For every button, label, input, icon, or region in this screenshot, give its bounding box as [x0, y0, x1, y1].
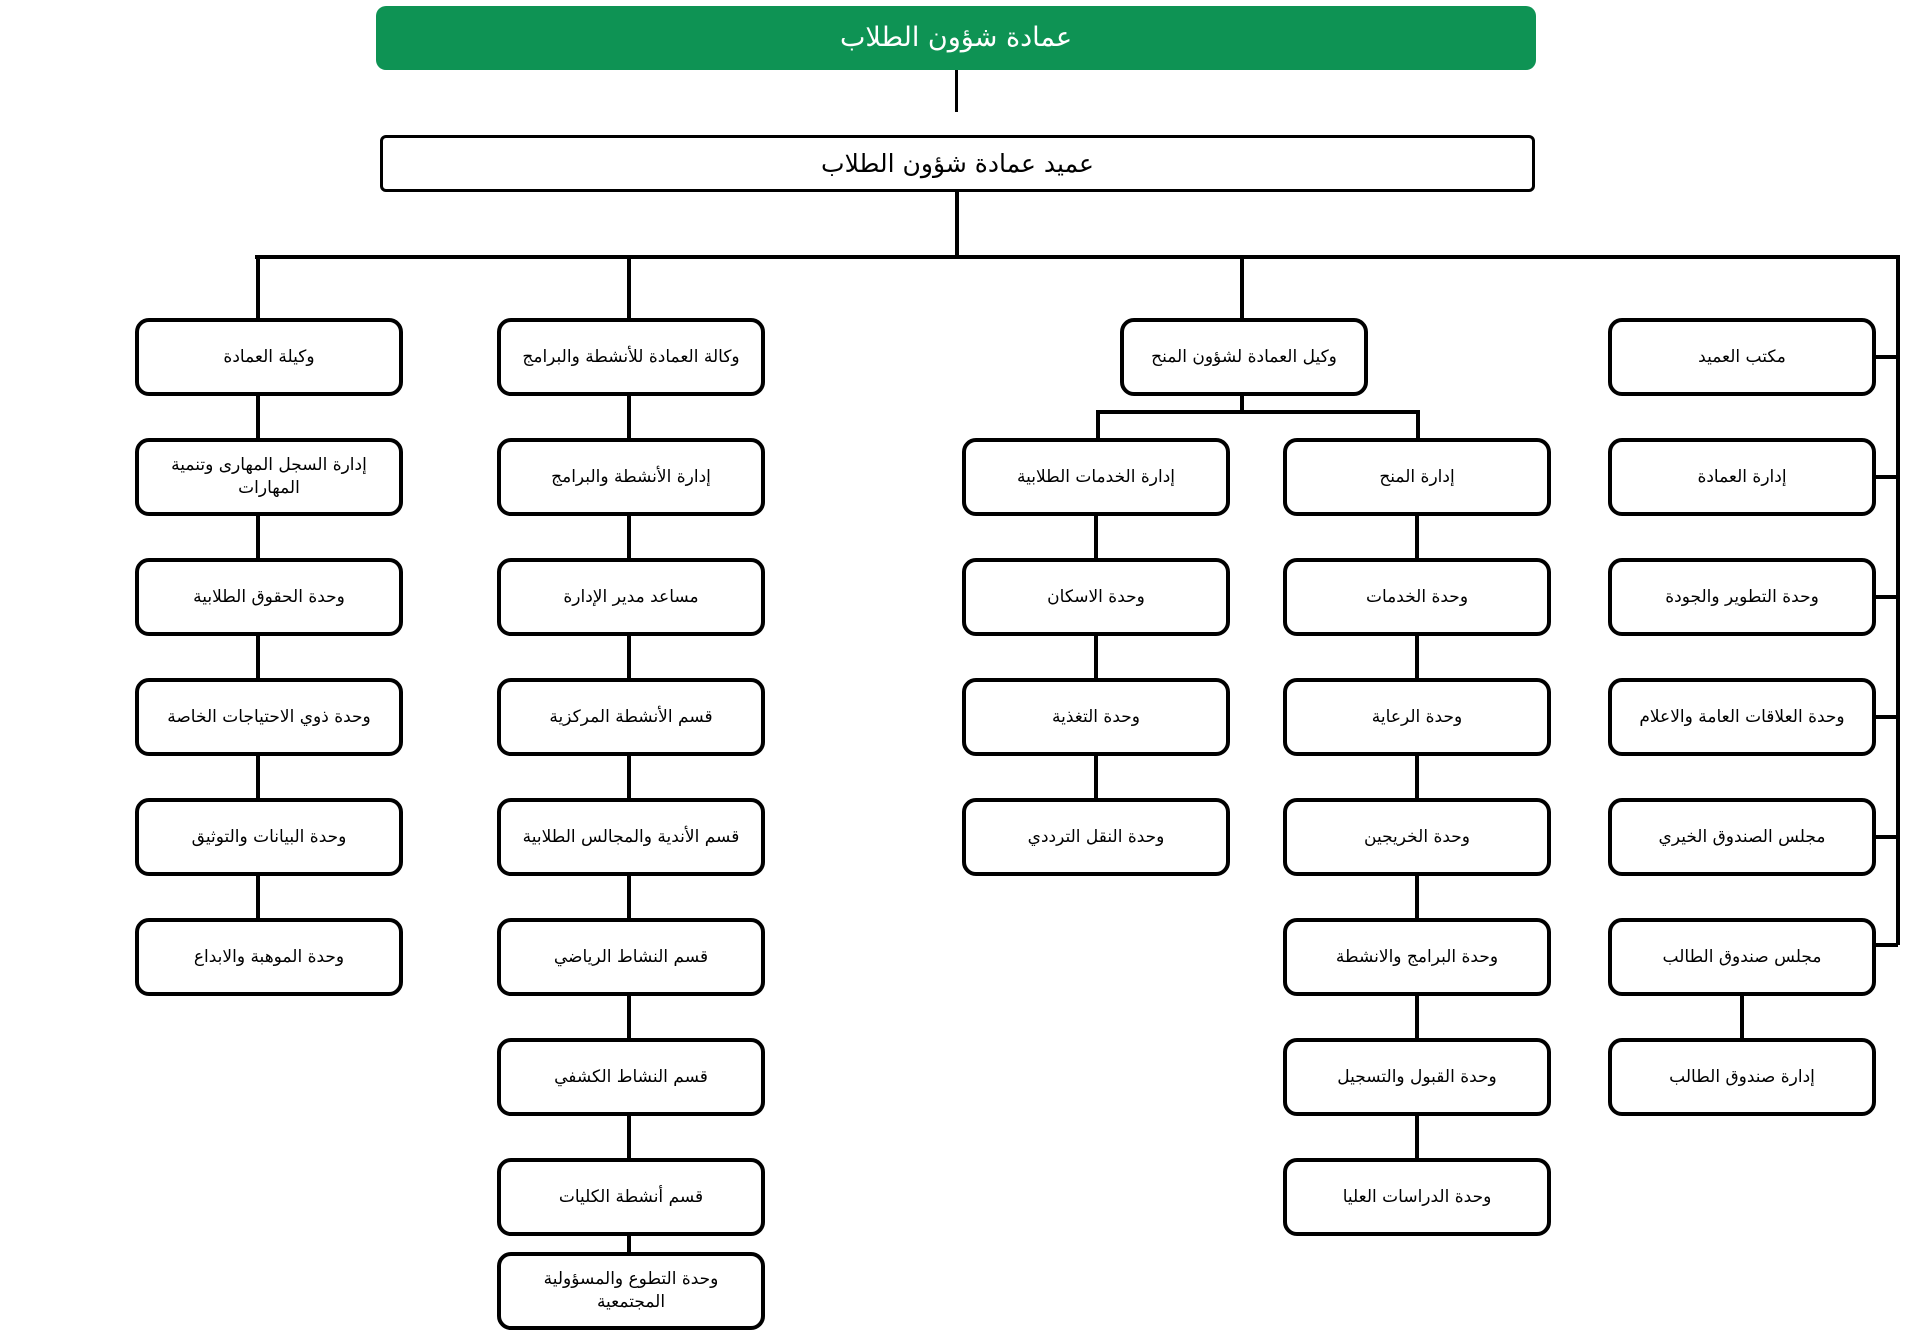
- node-grants-admin-0[interactable]: وحدة الخدمات: [1283, 558, 1551, 636]
- node-grants-admin-2[interactable]: وحدة الخريجين: [1283, 798, 1551, 876]
- branch-head-dean-office[interactable]: مكتب العميد: [1608, 318, 1876, 396]
- connector-spine-4: [1872, 835, 1898, 839]
- node-vice-deanship-2[interactable]: وحدة ذوي الاحتياجات الخاصة: [135, 678, 403, 756]
- connector-c2-4: [627, 874, 631, 920]
- subbranch-head-student-services[interactable]: إدارة الخدمات الطلابية: [962, 438, 1230, 516]
- node-student-services-1[interactable]: وحدة التغذية: [962, 678, 1230, 756]
- connector-dean-to-bus: [955, 192, 959, 257]
- connector-c3b-5: [1415, 1114, 1419, 1160]
- branch-head-activities-programs[interactable]: وكالة العمادة للأنشطة والبرامج: [497, 318, 765, 396]
- connector-c1-1: [256, 514, 260, 560]
- connector-bus-to-vice-deanship: [256, 255, 260, 320]
- node-dean-office-4[interactable]: مجلس صندوق الطالب: [1608, 918, 1876, 996]
- connector-c2-6: [627, 1114, 631, 1160]
- node-activities-2[interactable]: قسم الأنشطة المركزية: [497, 678, 765, 756]
- connector-c1-2: [256, 634, 260, 680]
- node-student-services-2[interactable]: وحدة النقل الترددي: [962, 798, 1230, 876]
- node-dean-office-1[interactable]: وحدة التطوير والجودة: [1608, 558, 1876, 636]
- connector-c2-0: [627, 394, 631, 440]
- connector-c3a-1: [1094, 634, 1098, 680]
- connector-spine-0: [1872, 355, 1898, 359]
- node-grants-admin-1[interactable]: وحدة الرعاية: [1283, 678, 1551, 756]
- connector-spine-3: [1872, 715, 1898, 719]
- branch-head-vice-deanship[interactable]: وكيلة العمادة: [135, 318, 403, 396]
- node-dean-office-3[interactable]: مجلس الصندوق الخيري: [1608, 798, 1876, 876]
- connector-grants-drop: [1240, 394, 1244, 412]
- subbranch-head-grants-admin[interactable]: إدارة المنح: [1283, 438, 1551, 516]
- org-root-title: عمادة شؤون الطلاب: [376, 6, 1536, 70]
- connector-bus-to-activities: [627, 255, 631, 320]
- connector-c1-4: [256, 874, 260, 920]
- node-grants-admin-5[interactable]: وحدة الدراسات العليا: [1283, 1158, 1551, 1236]
- branch-head-grants-affairs[interactable]: وكيل العمادة لشؤون المنح: [1120, 318, 1368, 396]
- connector-spine-5: [1872, 943, 1898, 947]
- node-dean-office-2[interactable]: وحدة العلاقات العامة والاعلام: [1608, 678, 1876, 756]
- connector-c2-3: [627, 754, 631, 800]
- node-vice-deanship-4[interactable]: وحدة الموهبة والابداع: [135, 918, 403, 996]
- connector-spine-1: [1872, 475, 1898, 479]
- connector-c4-5: [1740, 994, 1744, 1040]
- dean-box: عميد عمادة شؤون الطلاب: [380, 135, 1535, 192]
- connector-c3b-0: [1415, 514, 1419, 560]
- node-activities-7[interactable]: وحدة التطوع والمسؤولية المجتمعية: [497, 1252, 765, 1330]
- connector-right-spine: [1896, 255, 1900, 945]
- node-dean-office-0[interactable]: إدارة العمادة: [1608, 438, 1876, 516]
- connector-c2-5: [627, 994, 631, 1040]
- connector-c3a-2: [1094, 754, 1098, 800]
- node-dean-office-5[interactable]: إدارة صندوق الطالب: [1608, 1038, 1876, 1116]
- node-activities-0[interactable]: إدارة الأنشطة والبرامج: [497, 438, 765, 516]
- node-activities-5[interactable]: قسم النشاط الكشفي: [497, 1038, 765, 1116]
- connector-c2-1: [627, 514, 631, 560]
- connector-c3b-4: [1415, 994, 1419, 1040]
- node-activities-4[interactable]: قسم النشاط الرياضي: [497, 918, 765, 996]
- node-vice-deanship-1[interactable]: وحدة الحقوق الطلابية: [135, 558, 403, 636]
- connector-c1-0: [256, 394, 260, 440]
- connector-c3b-2: [1415, 754, 1419, 800]
- connector-c3b-3: [1415, 874, 1419, 920]
- connector-bus-to-grants: [1240, 255, 1244, 320]
- connector-grants-to-services: [1096, 410, 1100, 440]
- connector-c3a-0: [1094, 514, 1098, 560]
- connector-main-bus: [255, 255, 1900, 259]
- connector-c3b-1: [1415, 634, 1419, 680]
- node-activities-1[interactable]: مساعد مدير الإدارة: [497, 558, 765, 636]
- node-vice-deanship-3[interactable]: وحدة البيانات والتوثيق: [135, 798, 403, 876]
- node-grants-admin-3[interactable]: وحدة البرامج والانشطة: [1283, 918, 1551, 996]
- connector-grants-to-admin: [1416, 410, 1420, 440]
- connector-c2-2: [627, 634, 631, 680]
- connector-c1-3: [256, 754, 260, 800]
- node-activities-3[interactable]: قسم الأندية والمجالس الطلابية: [497, 798, 765, 876]
- node-vice-deanship-0[interactable]: إدارة السجل المهارى وتنمية المهارات: [135, 438, 403, 516]
- node-activities-6[interactable]: قسم أنشطة الكليات: [497, 1158, 765, 1236]
- connector-root-to-dean: [955, 70, 958, 112]
- node-grants-admin-4[interactable]: وحدة القبول والتسجيل: [1283, 1038, 1551, 1116]
- node-student-services-0[interactable]: وحدة الاسكان: [962, 558, 1230, 636]
- connector-spine-2: [1872, 595, 1898, 599]
- connector-grants-bus: [1096, 410, 1420, 414]
